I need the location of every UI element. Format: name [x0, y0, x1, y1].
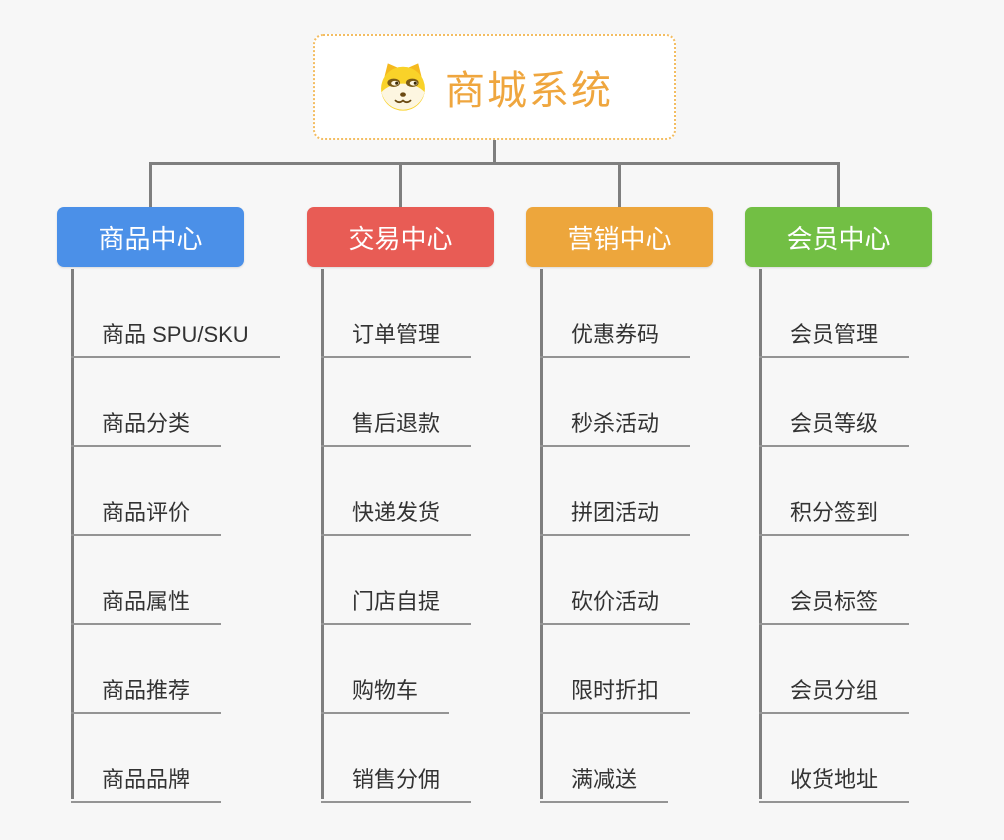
node-full-reduction[interactable]: 满减送	[540, 759, 669, 803]
node-product-attribute[interactable]: 商品属性	[71, 581, 222, 625]
node-member-tag[interactable]: 会员标签	[759, 581, 910, 625]
node-member-group[interactable]: 会员分组	[759, 670, 910, 714]
node-coupon-code[interactable]: 优惠券码	[540, 314, 691, 358]
node-express-delivery[interactable]: 快递发货	[321, 492, 472, 536]
node-product-brand[interactable]: 商品品牌	[71, 759, 222, 803]
node-limited-discount[interactable]: 限时折扣	[540, 670, 691, 714]
node-sales-commission[interactable]: 销售分佣	[321, 759, 472, 803]
branch-header-trade-center[interactable]: 交易中心	[307, 207, 494, 267]
root-node-mall-system[interactable]: 商城系统	[313, 34, 676, 140]
branch-header-marketing-center[interactable]: 营销中心	[526, 207, 713, 267]
node-product-review[interactable]: 商品评价	[71, 492, 222, 536]
node-member-level[interactable]: 会员等级	[759, 403, 910, 447]
connector-drop-trade	[399, 162, 402, 208]
node-order-management[interactable]: 订单管理	[321, 314, 472, 358]
node-store-pickup[interactable]: 门店自提	[321, 581, 472, 625]
node-flash-sale[interactable]: 秒杀活动	[540, 403, 691, 447]
branch-column-marketing-center: 优惠券码 秒杀活动 拼团活动 砍价活动 限时折扣 满减送	[540, 269, 800, 803]
doge-face-icon	[381, 63, 425, 111]
node-product-spu-sku[interactable]: 商品 SPU/SKU	[71, 314, 280, 358]
node-group-buy[interactable]: 拼团活动	[540, 492, 691, 536]
connector-horizontal-rail	[149, 162, 840, 165]
branch-header-product-center[interactable]: 商品中心	[57, 207, 244, 267]
node-shipping-address[interactable]: 收货地址	[759, 759, 910, 803]
branch-column-member-center: 会员管理 会员等级 积分签到 会员标签 会员分组 收货地址	[759, 269, 1004, 803]
root-node-label: 商城系统	[445, 69, 613, 113]
connector-drop-member	[837, 162, 840, 208]
node-member-management[interactable]: 会员管理	[759, 314, 910, 358]
branch-header-member-center[interactable]: 会员中心	[745, 207, 932, 267]
node-points-checkin[interactable]: 积分签到	[759, 492, 910, 536]
node-shopping-cart[interactable]: 购物车	[321, 670, 450, 714]
node-product-category[interactable]: 商品分类	[71, 403, 222, 447]
node-aftersale-refund[interactable]: 售后退款	[321, 403, 472, 447]
connector-drop-marketing	[618, 162, 621, 208]
node-product-recommend[interactable]: 商品推荐	[71, 670, 222, 714]
connector-drop-product	[149, 162, 152, 208]
branch-column-trade-center: 订单管理 售后退款 快递发货 门店自提 购物车 销售分佣	[321, 269, 581, 803]
connector-root-stub	[493, 140, 496, 164]
node-bargain-activity[interactable]: 砍价活动	[540, 581, 691, 625]
branch-column-product-center: 商品 SPU/SKU 商品分类 商品评价 商品属性 商品推荐 商品品牌	[71, 269, 331, 803]
